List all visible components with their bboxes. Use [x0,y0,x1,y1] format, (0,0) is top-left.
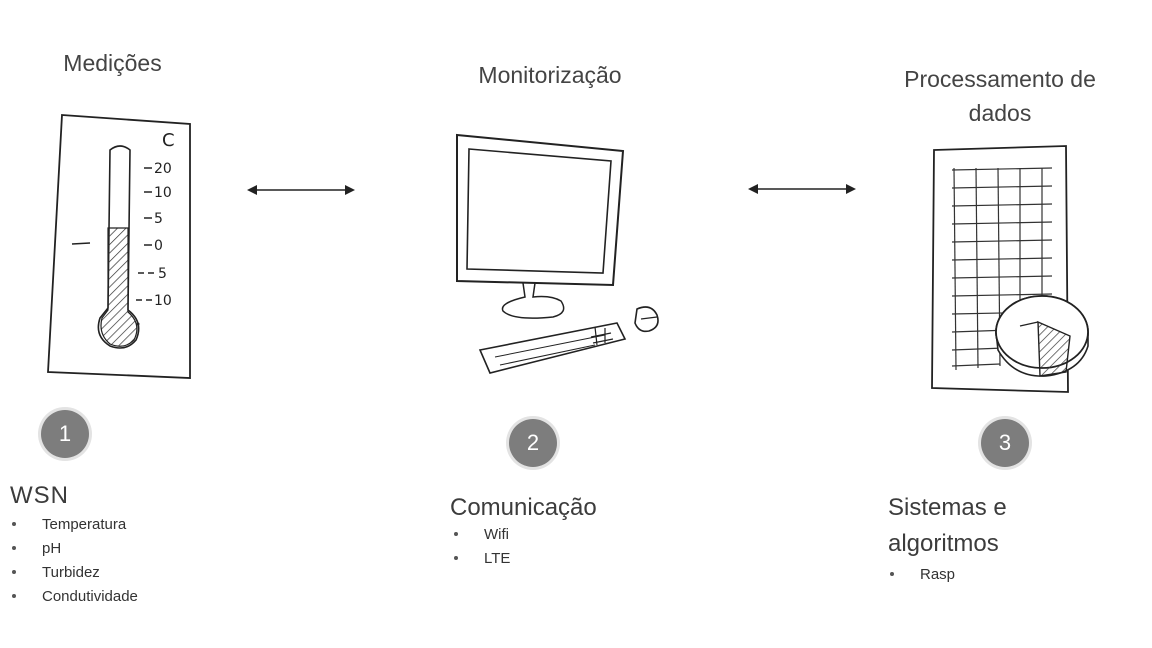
scale-tick: 20 [154,161,172,177]
list-item: Temperatura [10,513,138,537]
double-arrow-icon [748,184,856,194]
thermometer-sketch-icon: C 20 10 5 0 5 10 [47,114,191,379]
step3-title: Processamento de dados [904,66,1096,126]
step3-heading: Sistemas e algoritmos [888,494,1007,557]
list-item: Turbidez [10,561,138,585]
step2-heading: Comunicação [450,494,597,521]
step1-number-badge: 1 [41,410,89,458]
list-item: Rasp [888,563,955,587]
list-item: Wifi [452,523,510,547]
spreadsheet-pie-sketch-icon [931,145,1089,393]
step3-list: Rasp [888,563,955,587]
step1-title: Medições [63,50,162,76]
list-item: pH [10,537,138,561]
step3-number-badge: 3 [981,419,1029,467]
double-arrow-icon [247,185,355,195]
step2-number-badge: 2 [509,419,557,467]
step1-list: Temperatura pH Turbidez Condutividade [10,513,138,609]
scale-tick: 10 [154,185,172,201]
scale-tick: 10 [154,293,172,309]
step1-heading: WSN [10,482,69,509]
scale-unit: C [162,130,175,151]
computer-sketch-icon [456,133,659,374]
step2-list: Wifi LTE [452,523,510,571]
scale-ticks: 20 10 5 0 5 10 [136,161,172,326]
scale-tick: 5 [158,266,167,282]
scale-tick: 5 [154,211,163,227]
list-item: Condutividade [10,585,138,609]
scale-tick: 0 [154,238,163,254]
step2-title: Monitorização [478,62,622,88]
list-item: LTE [452,547,510,571]
